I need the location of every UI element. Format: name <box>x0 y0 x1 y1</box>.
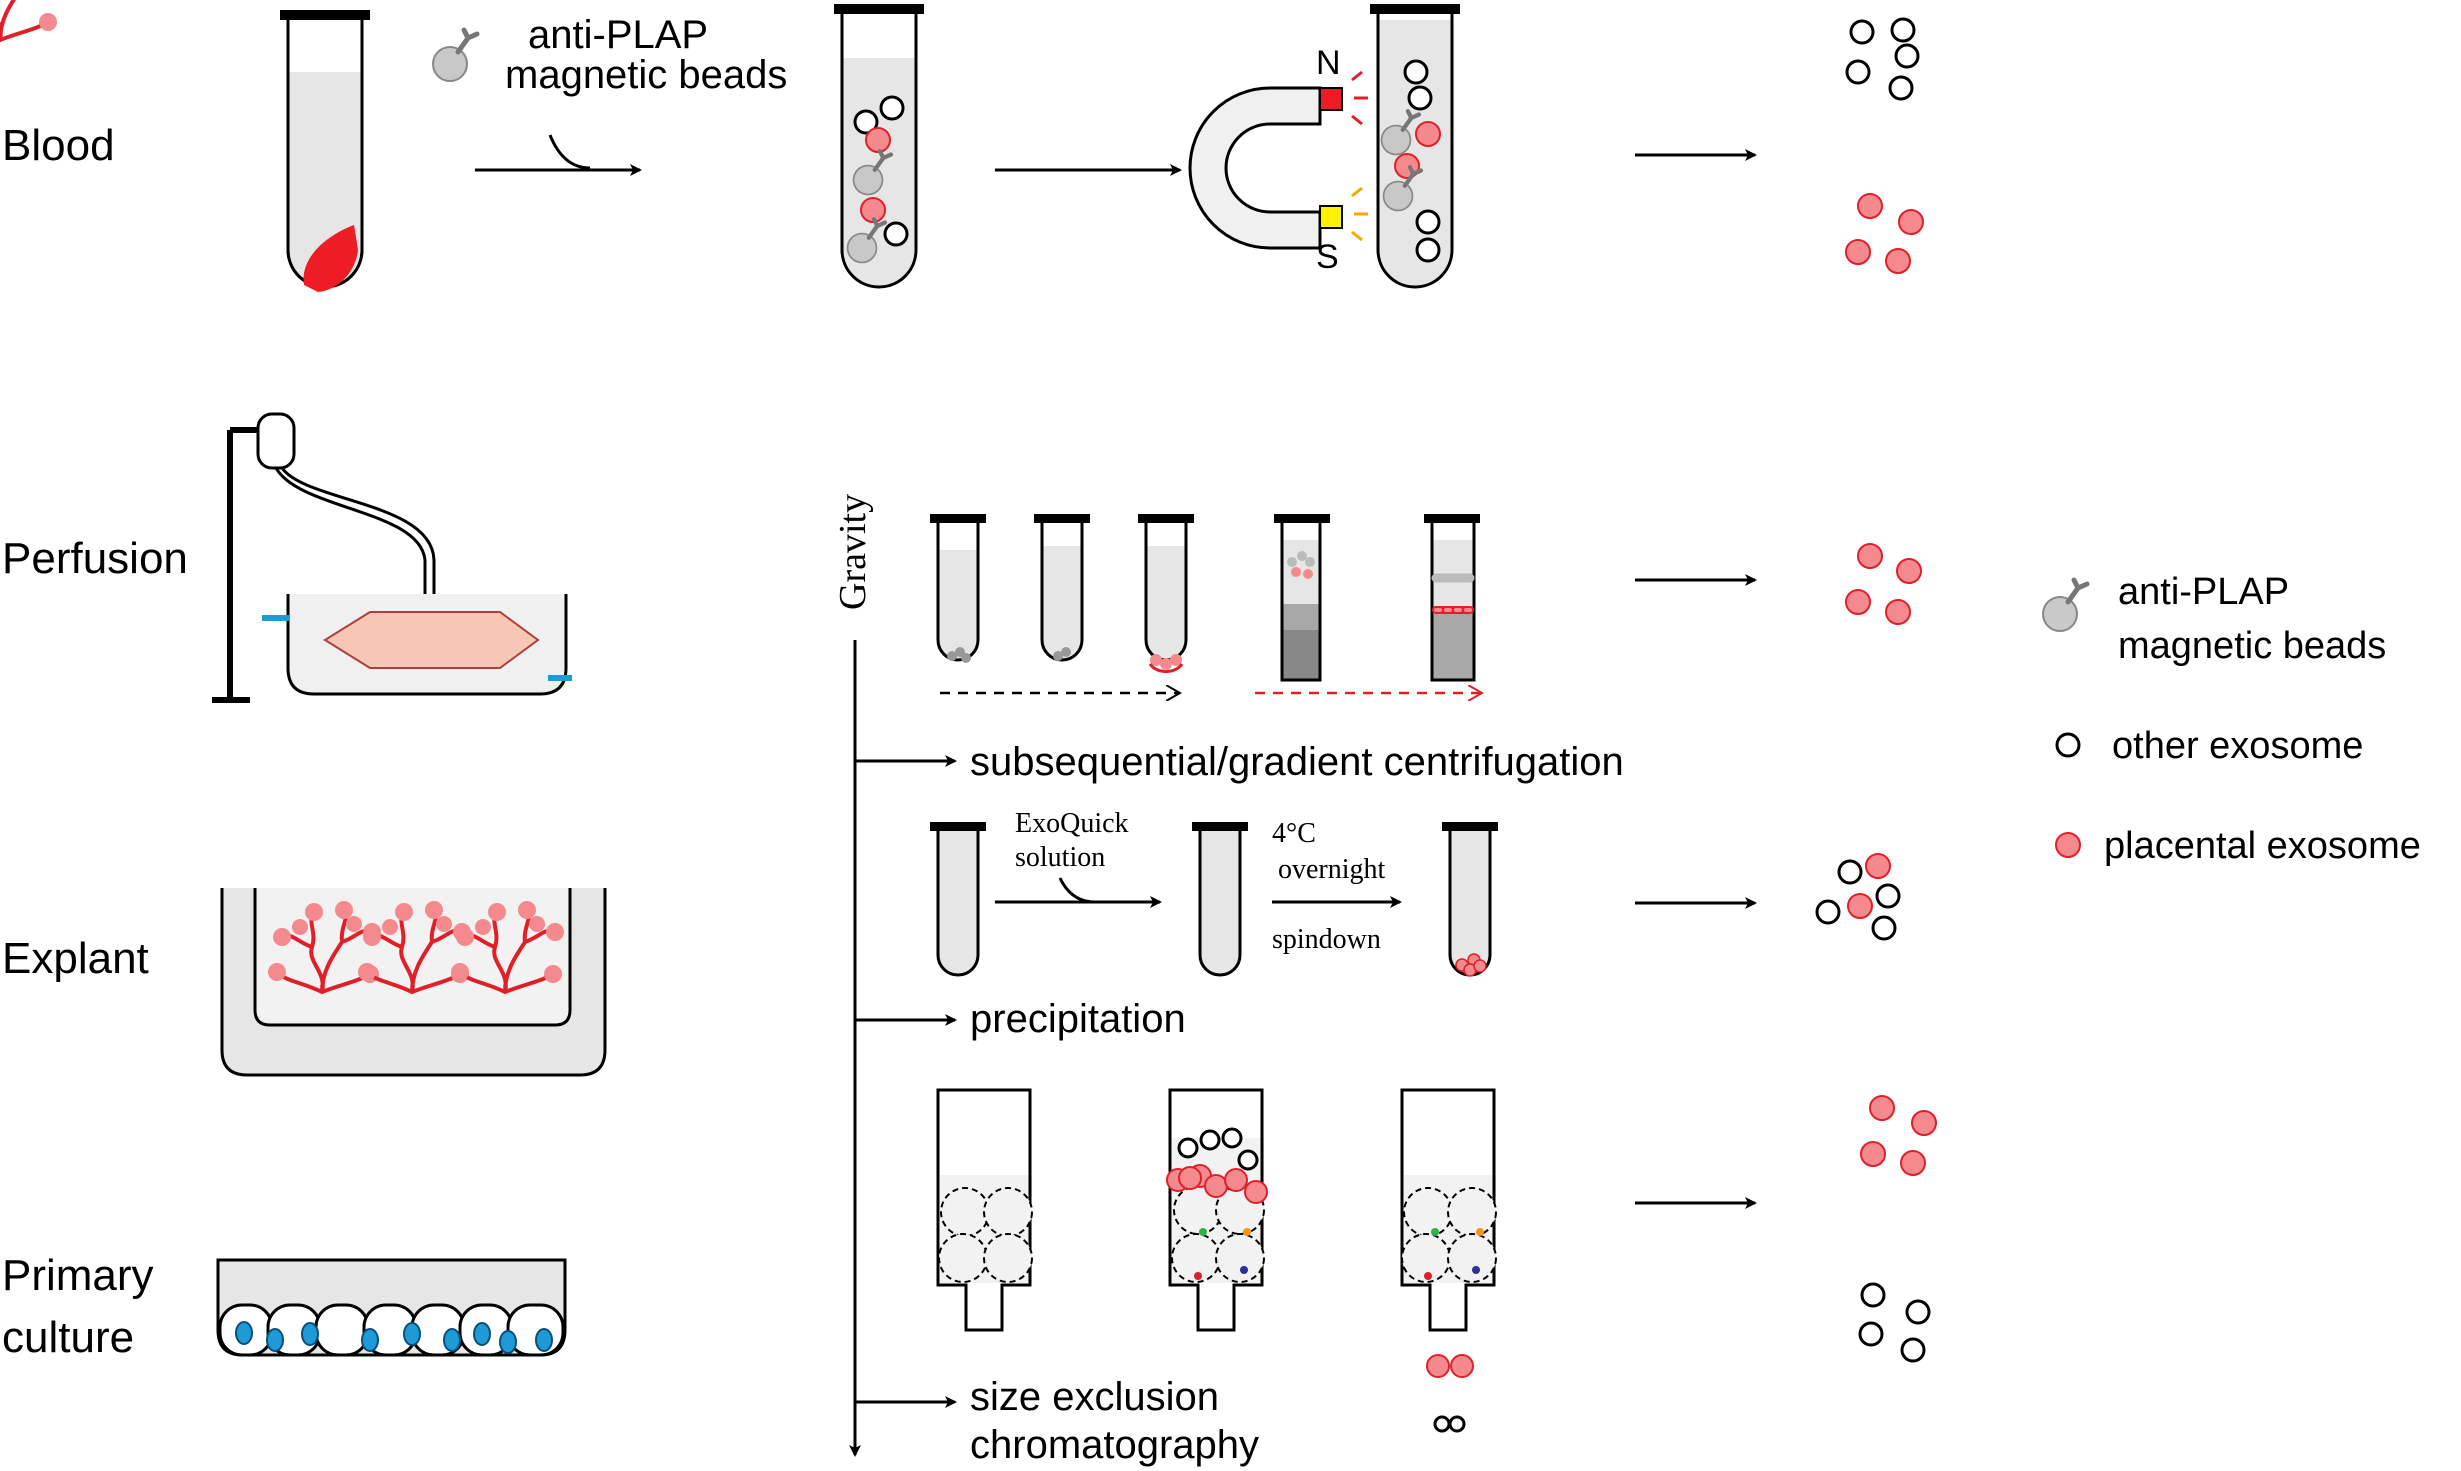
blood-sample <box>303 225 358 292</box>
result-immuno <box>1845 17 1924 274</box>
method-label-precipitation: precipitation <box>970 997 1186 1041</box>
villus-tree <box>0 0 57 42</box>
result-sec <box>1858 1095 1937 1363</box>
legend-other-exosome-label: other exosome <box>2112 725 2363 767</box>
source-label-perfusion: Perfusion <box>2 534 188 583</box>
placenta-tissue <box>323 611 540 669</box>
result-centrifugation <box>1845 543 1922 625</box>
precipitation-tubes <box>930 822 1498 977</box>
legend-placental-exosome-label: placental exosome <box>2104 825 2421 867</box>
magnetic-bead-icon <box>433 30 477 81</box>
precip-temp-label: 4°C <box>1272 818 1316 849</box>
method-label-sec-1: size exclusion <box>970 1375 1219 1419</box>
explant-dish <box>0 0 607 1077</box>
gravity-label: Gravity <box>832 494 874 610</box>
source-label-explant: Explant <box>2 934 149 983</box>
precip-reagent-label-2: solution <box>1015 842 1105 873</box>
perfusion-bag <box>256 412 296 470</box>
sec-columns <box>936 1088 1497 1433</box>
legend: anti-PLAP magnetic beads other exosome p… <box>2043 571 2421 867</box>
legend-beads-label-1: anti-PLAP <box>2118 571 2289 613</box>
method-label-centrifugation: subsequential/gradient centrifugation <box>970 740 1624 784</box>
primary-culture-cells <box>216 1258 567 1357</box>
precip-reagent-label-1: ExoQuick <box>1015 808 1129 839</box>
legend-bead-icon <box>2043 580 2087 631</box>
precip-spin-label: spindown <box>1272 924 1381 955</box>
reagent-label-1: anti-PLAP <box>528 13 708 57</box>
legend-other-exosome-icon <box>2055 732 2081 758</box>
tube-with-beads <box>834 4 924 289</box>
precip-time-label: overnight <box>1278 854 1386 885</box>
legend-beads-label-2: magnetic beads <box>2118 625 2386 667</box>
source-label-blood: Blood <box>2 121 115 170</box>
tube-on-magnet <box>1370 4 1460 289</box>
centrifugation-tubes <box>930 514 1480 682</box>
method-label-sec-2: chromatography <box>970 1423 1259 1467</box>
source-label-primary-culture-2: culture <box>2 1313 134 1362</box>
source-label-primary-culture-1: Primary <box>2 1251 154 1300</box>
perfusion-apparatus <box>212 412 572 703</box>
blood-tube <box>280 10 370 292</box>
reagent-label-2: magnetic beads <box>505 53 787 97</box>
legend-placental-exosome-icon <box>2055 832 2081 858</box>
magnet-icon <box>1188 70 1368 250</box>
magnet-north-label: N <box>1316 44 1341 82</box>
result-precipitation <box>1815 853 1901 941</box>
magnet-south-label: S <box>1316 238 1339 276</box>
